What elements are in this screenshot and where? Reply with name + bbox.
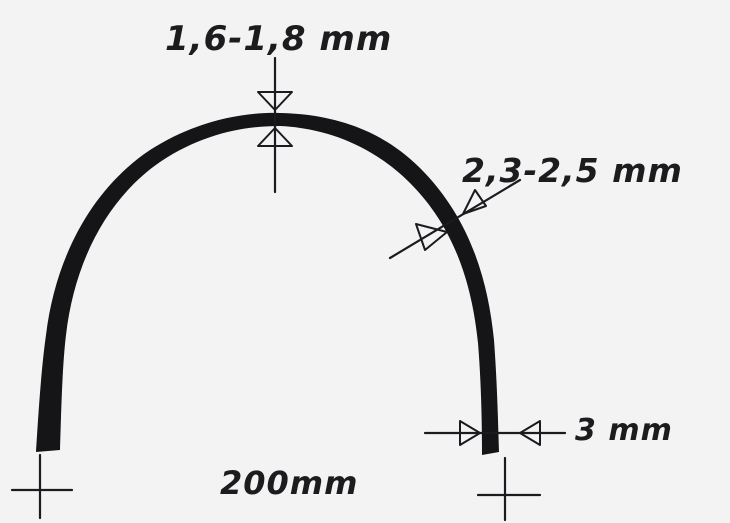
right-foot-crosshair <box>476 456 542 522</box>
top-dimension-marker <box>257 56 293 194</box>
left-foot-crosshair <box>10 453 74 520</box>
side-thickness-label: 2,3-2,5 mm <box>462 151 683 190</box>
side-dimension-marker <box>388 178 522 260</box>
base-thickness-label: 3 mm <box>575 413 673 448</box>
base-dimension-marker <box>423 420 567 446</box>
span-label: 200mm <box>220 464 358 502</box>
top-thickness-label: 1,6-1,8 mm <box>165 19 392 59</box>
